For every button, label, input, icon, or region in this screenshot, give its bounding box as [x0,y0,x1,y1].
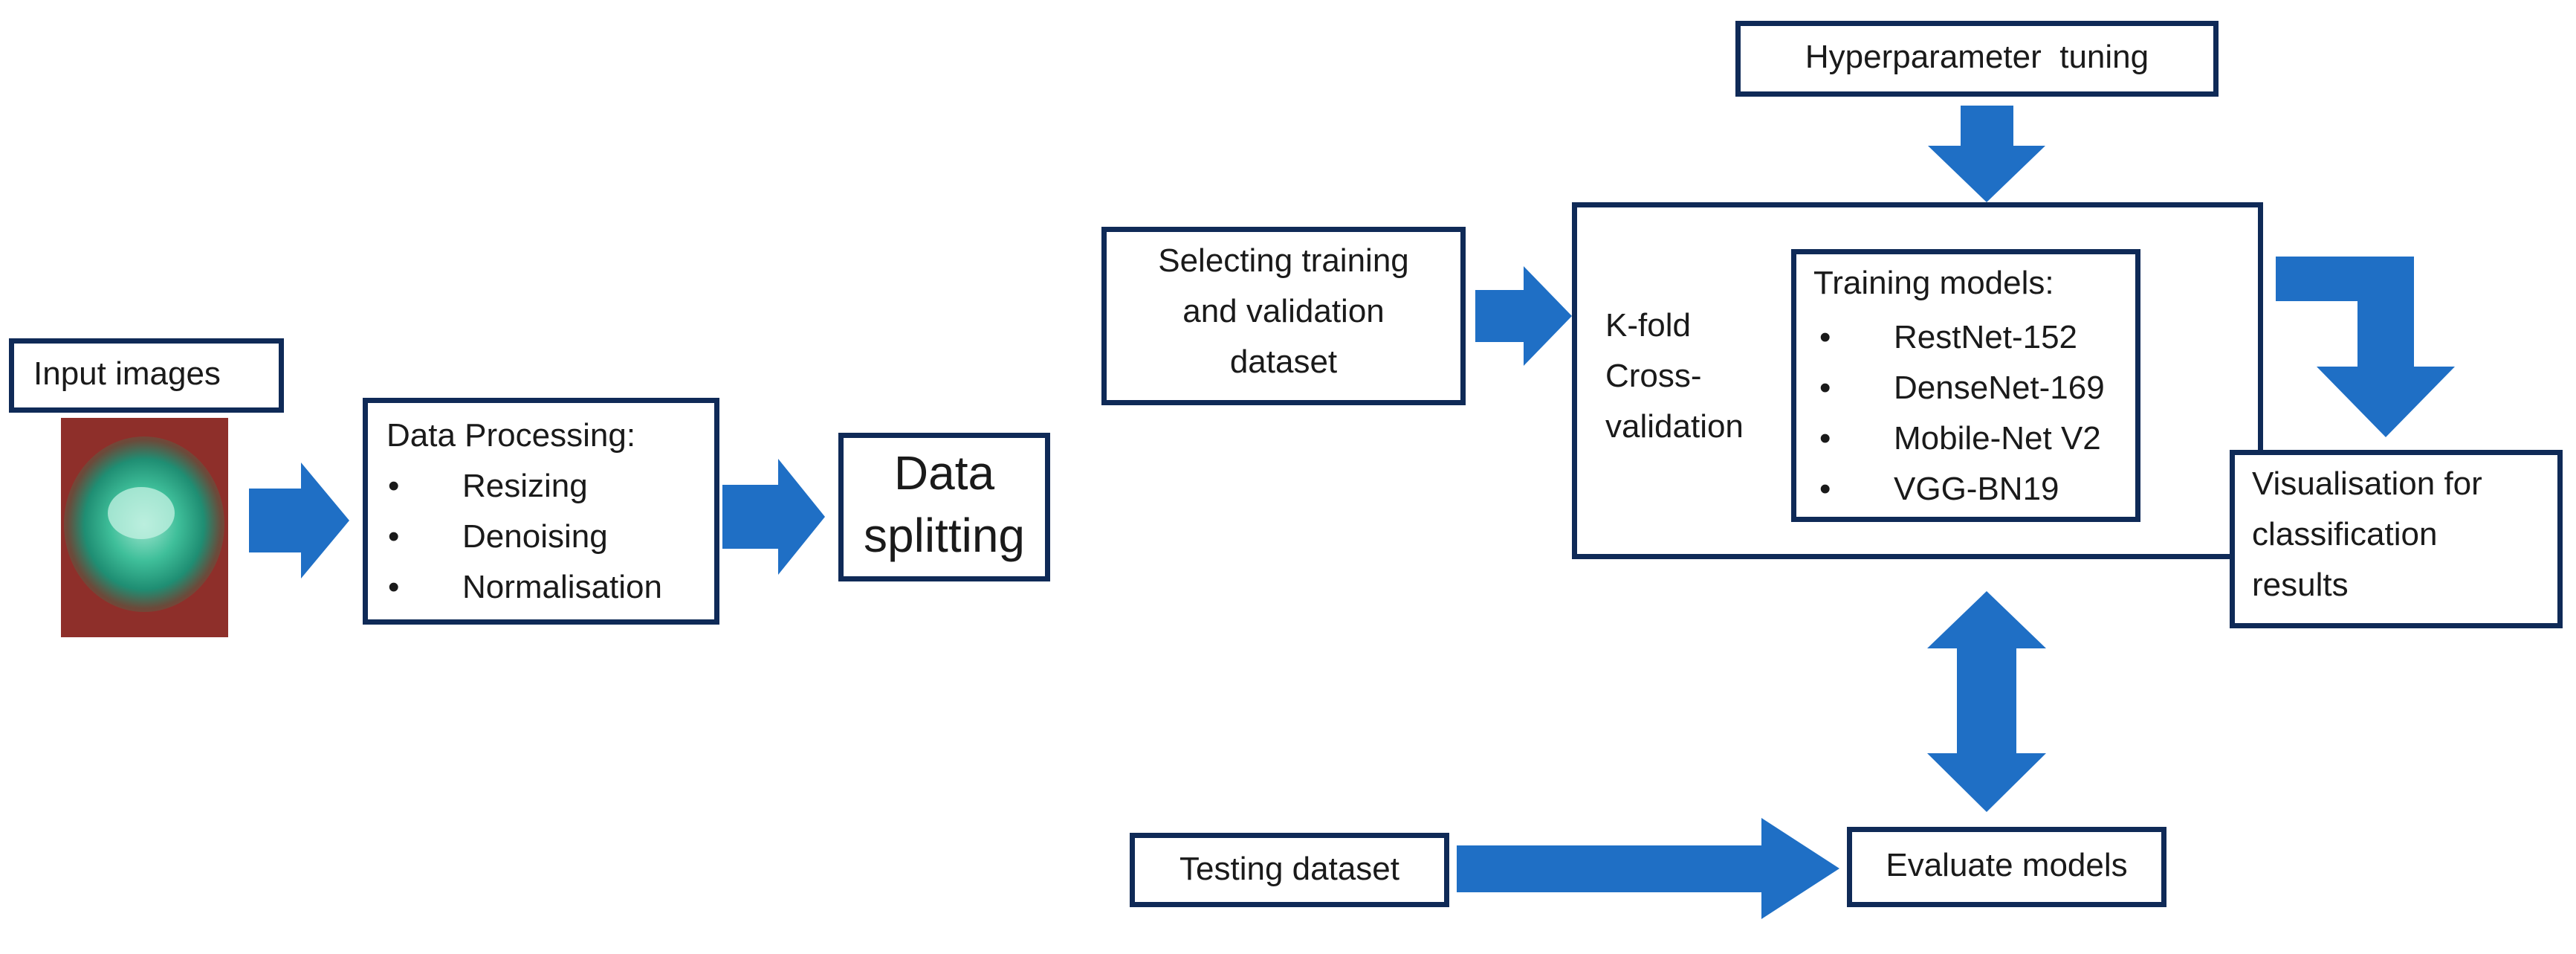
arrow-kfold-evaluate-double [1927,591,2046,812]
arrow-selecting-to-kfold [1475,266,1572,366]
selecting-dataset-line2: and validation [1182,293,1385,329]
selecting-dataset-box [1101,227,1466,405]
model-densenet-169: DenseNet-169 [1819,363,2105,413]
data-processing-title: Data Processing: [386,417,636,454]
training-models-list: RestNet-152 DenseNet-169 Mobile-Net V2 V… [1819,312,2105,515]
kfold-line1: K-fold [1605,307,1691,344]
processing-step-normalisation: Normalisation [388,562,662,613]
arrow-hyperparameter-to-kfold [1928,106,2045,202]
visualisation-line3: results [2252,567,2349,603]
data-splitting-line1: Data [893,446,995,500]
data-splitting-box [838,433,1050,581]
input-images-box [9,338,284,413]
input-images-label: Input images [33,355,221,392]
model-restnet-152: RestNet-152 [1819,312,2105,363]
testing-dataset-label: Testing dataset [1179,851,1399,887]
arrow-input-to-processing [249,463,349,578]
hyperparameter-box [1735,21,2219,97]
selecting-dataset-line3: dataset [1229,344,1338,380]
arrow-processing-to-splitting [722,459,825,575]
testing-dataset-box [1130,833,1449,907]
visualisation-box [2230,450,2563,628]
arrow-kfold-to-visualisation [2276,257,2455,437]
visualisation-line1: Visualisation for [2252,465,2482,502]
training-models-title: Training models: [1813,265,2054,301]
evaluate-models-label: Evaluate models [1886,847,2128,883]
arrow-testing-to-evaluate [1457,818,1839,919]
model-mobilenet-v2: Mobile-Net V2 [1819,413,2105,464]
kfold-line3: validation [1605,408,1744,445]
processing-step-resizing: Resizing [388,461,662,512]
input-eye-image [61,418,228,637]
data-splitting-line2: splitting [864,509,1025,562]
hyperparameter-label: Hyperparameter tuning [1805,39,2149,75]
kfold-line2: Cross- [1605,358,1702,394]
evaluate-models-box [1847,827,2166,907]
processing-step-denoising: Denoising [388,512,662,562]
data-processing-steps: Resizing Denoising Normalisation [388,461,662,613]
selecting-dataset-line1: Selecting training [1158,242,1409,279]
model-vgg-bn19: VGG-BN19 [1819,464,2105,515]
visualisation-line2: classification [2252,516,2438,552]
